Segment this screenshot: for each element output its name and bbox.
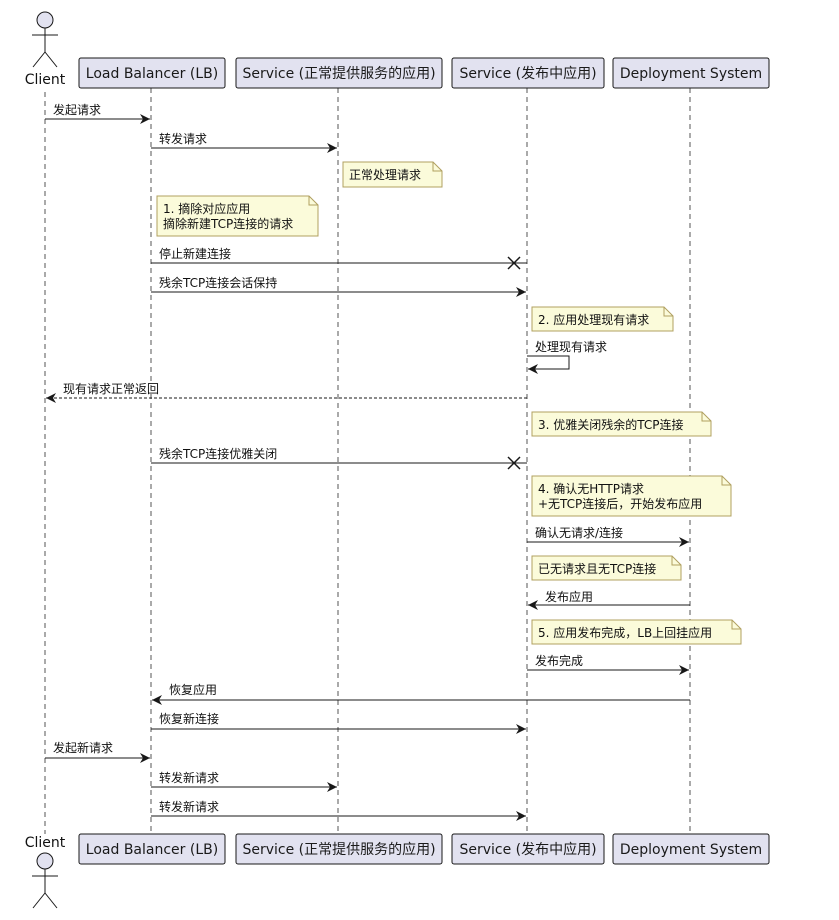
message-21: 转发新请求 [151,799,526,821]
participant-svc1-top: Service (正常提供服务的应用) [235,57,443,89]
message-label: 发起新请求 [53,740,113,755]
note-text: +无TCP连接后，开始发布应用 [538,496,702,511]
actor-leg-right [44,51,58,68]
actor-leg-left [32,51,46,68]
message-label: 停止新建连接 [159,246,231,261]
participant-label: Deployment System [620,66,762,82]
message-4: 停止新建连接 [151,246,527,270]
note-2: 正常处理请求 [342,161,443,188]
message-label: 处理现有请求 [535,340,607,354]
note-text: 2. 应用处理现有请求 [538,312,649,327]
destroy-x-icon [507,456,521,470]
client-actor-icon-top [32,11,58,68]
message-label: 转发请求 [159,131,207,146]
message-19: 发起新请求 [45,740,150,763]
participant-box [612,57,770,89]
participant-box [612,833,770,865]
message-label: 恢复应用 [169,682,217,697]
participant-label: Load Balancer (LB) [86,66,218,82]
note-box [156,195,319,237]
participant-box [235,57,443,89]
note-13: 已无请求且无TCP连接 [531,555,682,581]
participant-label: Service (发布中应用) [459,65,596,82]
message-14: 发布应用 [528,589,690,610]
message-label: 现有请求正常返回 [63,382,159,396]
participant-lb-top: Load Balancer (LB) [78,57,226,89]
note-text: 4. 确认无HTTP请求 [538,482,644,496]
participant-box [451,833,605,865]
note-text: 正常处理请求 [349,168,421,182]
note-box [531,475,732,517]
message-label: 转发新请求 [159,770,219,785]
note-box [342,161,443,188]
message-label: 发布应用 [545,589,593,604]
participant-label: Service (正常提供服务的应用) [242,841,435,858]
note-fold [701,412,711,422]
message-label: 确认无请求/连接 [535,525,623,540]
actor-head [36,852,54,870]
note-fold [671,556,681,566]
message-label: 残余TCP连接会话保持 [159,275,277,290]
note-box [531,619,742,645]
actor-label-top: Client [25,72,66,88]
message-16: 发布完成 [527,653,689,675]
actor-leg-right [44,892,58,909]
note-11: 4. 确认无HTTP请求+无TCP连接后，开始发布应用 [531,475,732,517]
actor-label-bottom: Client [25,835,66,851]
note-fold [721,476,731,486]
participant-svc2-bottom: Service (发布中应用) [451,833,605,865]
message-0: 发起请求 [45,102,150,124]
note-text: 1. 摘除对应应用 [163,201,250,216]
message-label: 发起请求 [53,102,101,117]
client-actor-icon-bottom [32,852,58,909]
participant-lb-bottom: Load Balancer (LB) [78,833,226,865]
destroy-x-icon [507,256,521,270]
message-17: 恢复应用 [152,682,690,705]
participant-svc2-top: Service (发布中应用) [451,57,605,89]
message-10: 残余TCP连接优雅关闭 [151,446,527,470]
message-20: 转发新请求 [151,770,337,792]
participant-box [78,833,226,865]
actor-head [36,11,54,29]
note-text: 5. 应用发布完成，LB上回挂应用 [538,625,712,640]
actor-leg-left [32,892,46,909]
participant-box [78,57,226,89]
participant-label: Load Balancer (LB) [86,842,218,858]
message-1: 转发请求 [151,131,337,153]
message-label: 恢复新连接 [159,711,219,726]
note-15: 5. 应用发布完成，LB上回挂应用 [531,619,742,645]
note-text: 已无请求且无TCP连接 [538,561,656,576]
note-fold [308,196,318,206]
message-label: 发布完成 [535,653,583,668]
note-fold [731,620,741,630]
note-box [531,306,674,332]
participant-label: Service (正常提供服务的应用) [242,65,435,82]
self-arrow [527,355,570,374]
note-text: 摘除新建TCP连接的请求 [163,216,293,231]
note-text: 3. 优雅关闭残余的TCP连接 [538,417,684,432]
participant-deploy-bottom: Deployment System [612,833,770,865]
self-message-7: 处理现有请求 [527,340,607,374]
message-18: 恢复新连接 [151,711,526,734]
note-9: 3. 优雅关闭残余的TCP连接 [531,411,712,437]
note-box [531,411,712,437]
message-label: 转发新请求 [159,799,219,814]
participant-svc1-bottom: Service (正常提供服务的应用) [235,833,443,865]
message-label: 残余TCP连接优雅关闭 [159,446,277,461]
message-5: 残余TCP连接会话保持 [151,275,526,297]
participant-box [451,57,605,89]
participant-label: Service (发布中应用) [459,841,596,858]
participant-box [235,833,443,865]
participant-deploy-top: Deployment System [612,57,770,89]
message-12: 确认无请求/连接 [527,525,689,547]
note-fold [663,307,673,317]
note-6: 2. 应用处理现有请求 [531,306,674,332]
note-fold [432,162,442,172]
participant-label: Deployment System [620,842,762,858]
note-box [531,555,682,581]
message-8: 现有请求正常返回 [46,382,527,403]
